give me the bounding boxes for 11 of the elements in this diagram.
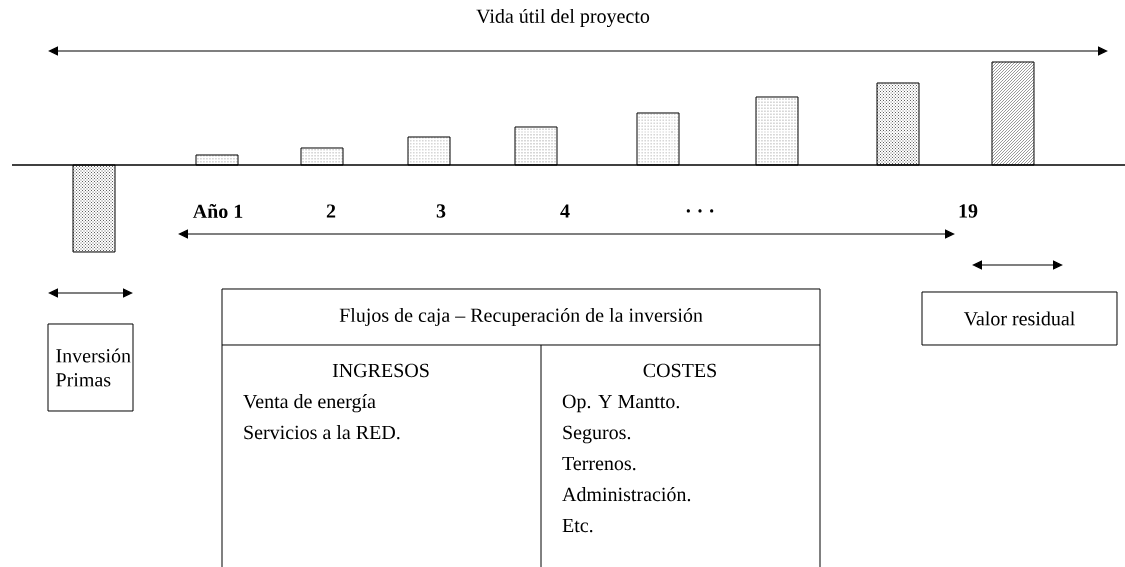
year-label: 2 bbox=[326, 204, 336, 218]
table-cell: INGRESOS Venta de energía Servicios a la RED. bbox=[243, 363, 429, 440]
year-label: . . . bbox=[686, 209, 714, 213]
year-label: 3 bbox=[436, 204, 446, 218]
year-label: Año 1 bbox=[192, 203, 243, 219]
year-label: 19 bbox=[959, 204, 978, 218]
text-box: Valor residual bbox=[921, 291, 1118, 346]
table-cell: COSTES Op. Y Mantto. Seguros. Terrenos. Administración. Etc. bbox=[540, 344, 716, 567]
text-box: Inversión Primas bbox=[47, 323, 134, 412]
dimension-label: Vida útil del proyecto bbox=[476, 8, 650, 28]
year-label: 4 bbox=[560, 204, 570, 218]
